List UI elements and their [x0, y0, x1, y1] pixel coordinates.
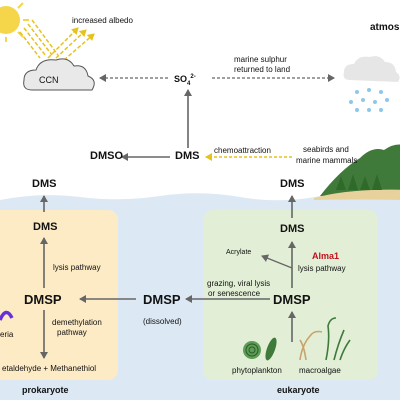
bacteria-label: eria — [0, 330, 14, 339]
rain-cloud — [343, 56, 400, 112]
dissolved-label: (dissolved) — [143, 317, 182, 326]
phytoplankton-label: phytoplankton — [232, 366, 282, 375]
sun-icon — [0, 2, 29, 42]
sulfate-superscript: 2- — [190, 74, 196, 80]
bacteria-icon — [0, 310, 14, 321]
sulfate-main: SO — [174, 74, 188, 84]
marine-sulphur-line1: marine sulphur — [234, 55, 287, 64]
pro-lysis-label: lysis pathway — [53, 263, 101, 272]
grazing-line2: or senescence — [208, 289, 261, 298]
seabirds-line2: marine mammals — [296, 156, 358, 165]
macroalgae-icon — [299, 317, 351, 361]
chemoattraction-label: chemoattraction — [214, 146, 271, 155]
dissolved-dmsp-label: DMSP — [143, 292, 181, 307]
eukaryote-box — [203, 210, 378, 380]
arrow-euk-to-acrylate — [261, 254, 293, 269]
sulfate-label: SO42- — [174, 74, 196, 87]
dms-ocean-left-label: DMS — [32, 178, 57, 190]
phytoplankton-icon — [243, 337, 277, 361]
prokaryote-box — [0, 210, 118, 380]
pro-products-label: etaldehyde + Methanethiol — [2, 364, 97, 373]
ccn-cloud — [23, 58, 95, 91]
euk-lysis-label: lysis pathway — [298, 264, 346, 273]
pro-dms-label: DMS — [33, 221, 58, 233]
macroalgae-label: macroalgae — [299, 366, 341, 375]
island-icon — [314, 144, 400, 200]
grazing-line1: grazing, viral lysis — [207, 279, 271, 288]
prokaryote-label: prokaryote — [22, 385, 69, 395]
reflected-rays — [47, 27, 95, 61]
euk-dms-label: DMS — [280, 223, 305, 235]
dmso-label: DMSO — [90, 150, 123, 162]
demethylation-line2: pathway — [57, 328, 87, 337]
sulfate-subscript: 4 — [187, 80, 191, 87]
ccn-label: CCN — [39, 75, 59, 85]
alma1-label: Alma1 — [312, 251, 340, 261]
dms-ocean-right-label: DMS — [280, 178, 305, 190]
seabirds-line1: seabirds and — [303, 145, 349, 154]
sunlight-rays — [19, 19, 59, 59]
euk-dmsp-label: DMSP — [273, 292, 311, 307]
dms-atmosphere-label: DMS — [175, 150, 200, 162]
increased-albedo-label: increased albedo — [72, 16, 133, 25]
demethylation-line1: demethylation — [52, 318, 102, 327]
atmosphere-label: atmos — [370, 22, 400, 33]
marine-sulphur-line2: returned to land — [234, 65, 291, 74]
pro-dmsp-label: DMSP — [24, 292, 62, 307]
eukaryote-label: eukaryote — [277, 385, 320, 395]
acrylate-label: Acrylate — [226, 249, 252, 256]
